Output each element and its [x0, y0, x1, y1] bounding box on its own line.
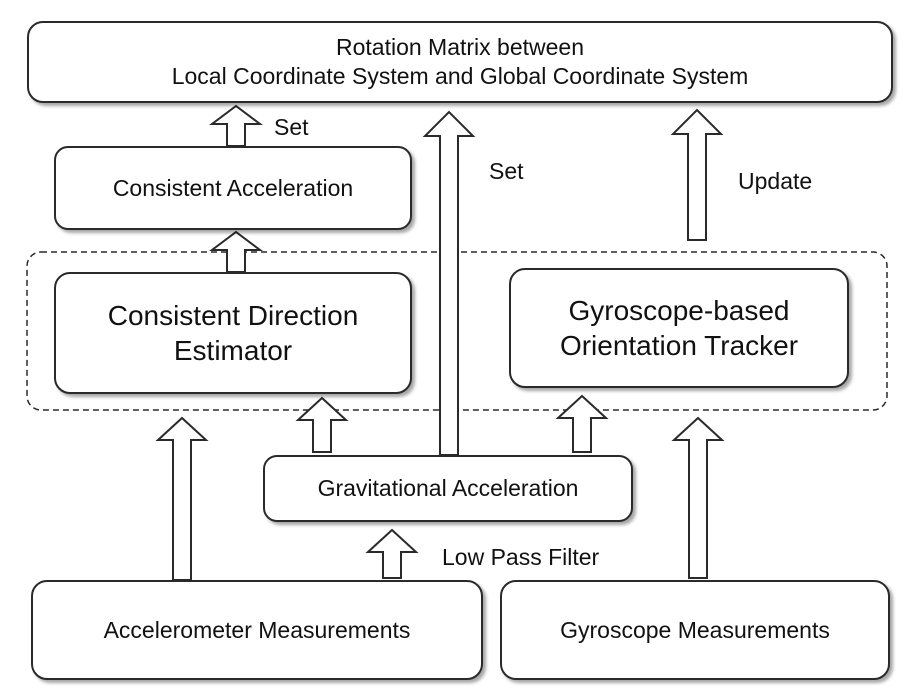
- rotation-matrix-title-line2: Local Coordinate System and Global Coord…: [171, 63, 749, 89]
- arrow-consistent-acceleration-to-rotation-matrix: [209, 104, 263, 147]
- gyroscope-measurements-label: Gyroscope Measurements: [560, 616, 830, 643]
- rotation-matrix-box: Rotation Matrix between Local Coordinate…: [27, 21, 893, 103]
- update-label: Update: [738, 168, 813, 194]
- accelerometer-measurements-label: Accelerometer Measurements: [103, 616, 411, 643]
- gravitational-acceleration-label: Gravitational Acceleration: [317, 475, 579, 502]
- tracker-label-line2: Orientation Tracker: [559, 330, 799, 361]
- set-label-left: Set: [274, 114, 309, 140]
- low-pass-filter-label: Low Pass Filter: [442, 544, 600, 570]
- arrow-gravitational-to-estimator: [295, 396, 349, 453]
- arrow-tracker-to-rotation-matrix: [670, 108, 724, 241]
- arrow-accelerometer-to-estimator: [155, 416, 209, 581]
- accelerometer-measurements-box: Accelerometer Measurements: [31, 580, 483, 680]
- consistent-acceleration-box: Consistent Acceleration: [54, 146, 412, 230]
- consistent-acceleration-label: Consistent Acceleration: [112, 174, 354, 201]
- arrow-gyroscope-to-tracker: [671, 416, 725, 579]
- set-label-center: Set: [489, 158, 524, 184]
- gyroscope-measurements-box: Gyroscope Measurements: [500, 580, 890, 680]
- arrow-low-pass-filter: [365, 528, 419, 579]
- gravitational-acceleration-box: Gravitational Acceleration: [263, 455, 633, 522]
- estimator-label-line1: Consistent Direction: [107, 300, 359, 331]
- arrow-gravitational-to-rotation-matrix: [422, 110, 476, 456]
- rotation-matrix-title-line1: Rotation Matrix between: [335, 34, 584, 61]
- consistent-direction-estimator-box: Consistent Direction Estimator: [54, 272, 412, 394]
- arrow-estimator-to-consistent-acceleration: [209, 230, 263, 273]
- arrow-gravitational-to-tracker: [555, 394, 609, 453]
- gyroscope-orientation-tracker-box: Gyroscope-based Orientation Tracker: [509, 268, 849, 388]
- estimator-label-line2: Estimator: [173, 335, 293, 366]
- tracker-label-line1: Gyroscope-based: [568, 295, 790, 326]
